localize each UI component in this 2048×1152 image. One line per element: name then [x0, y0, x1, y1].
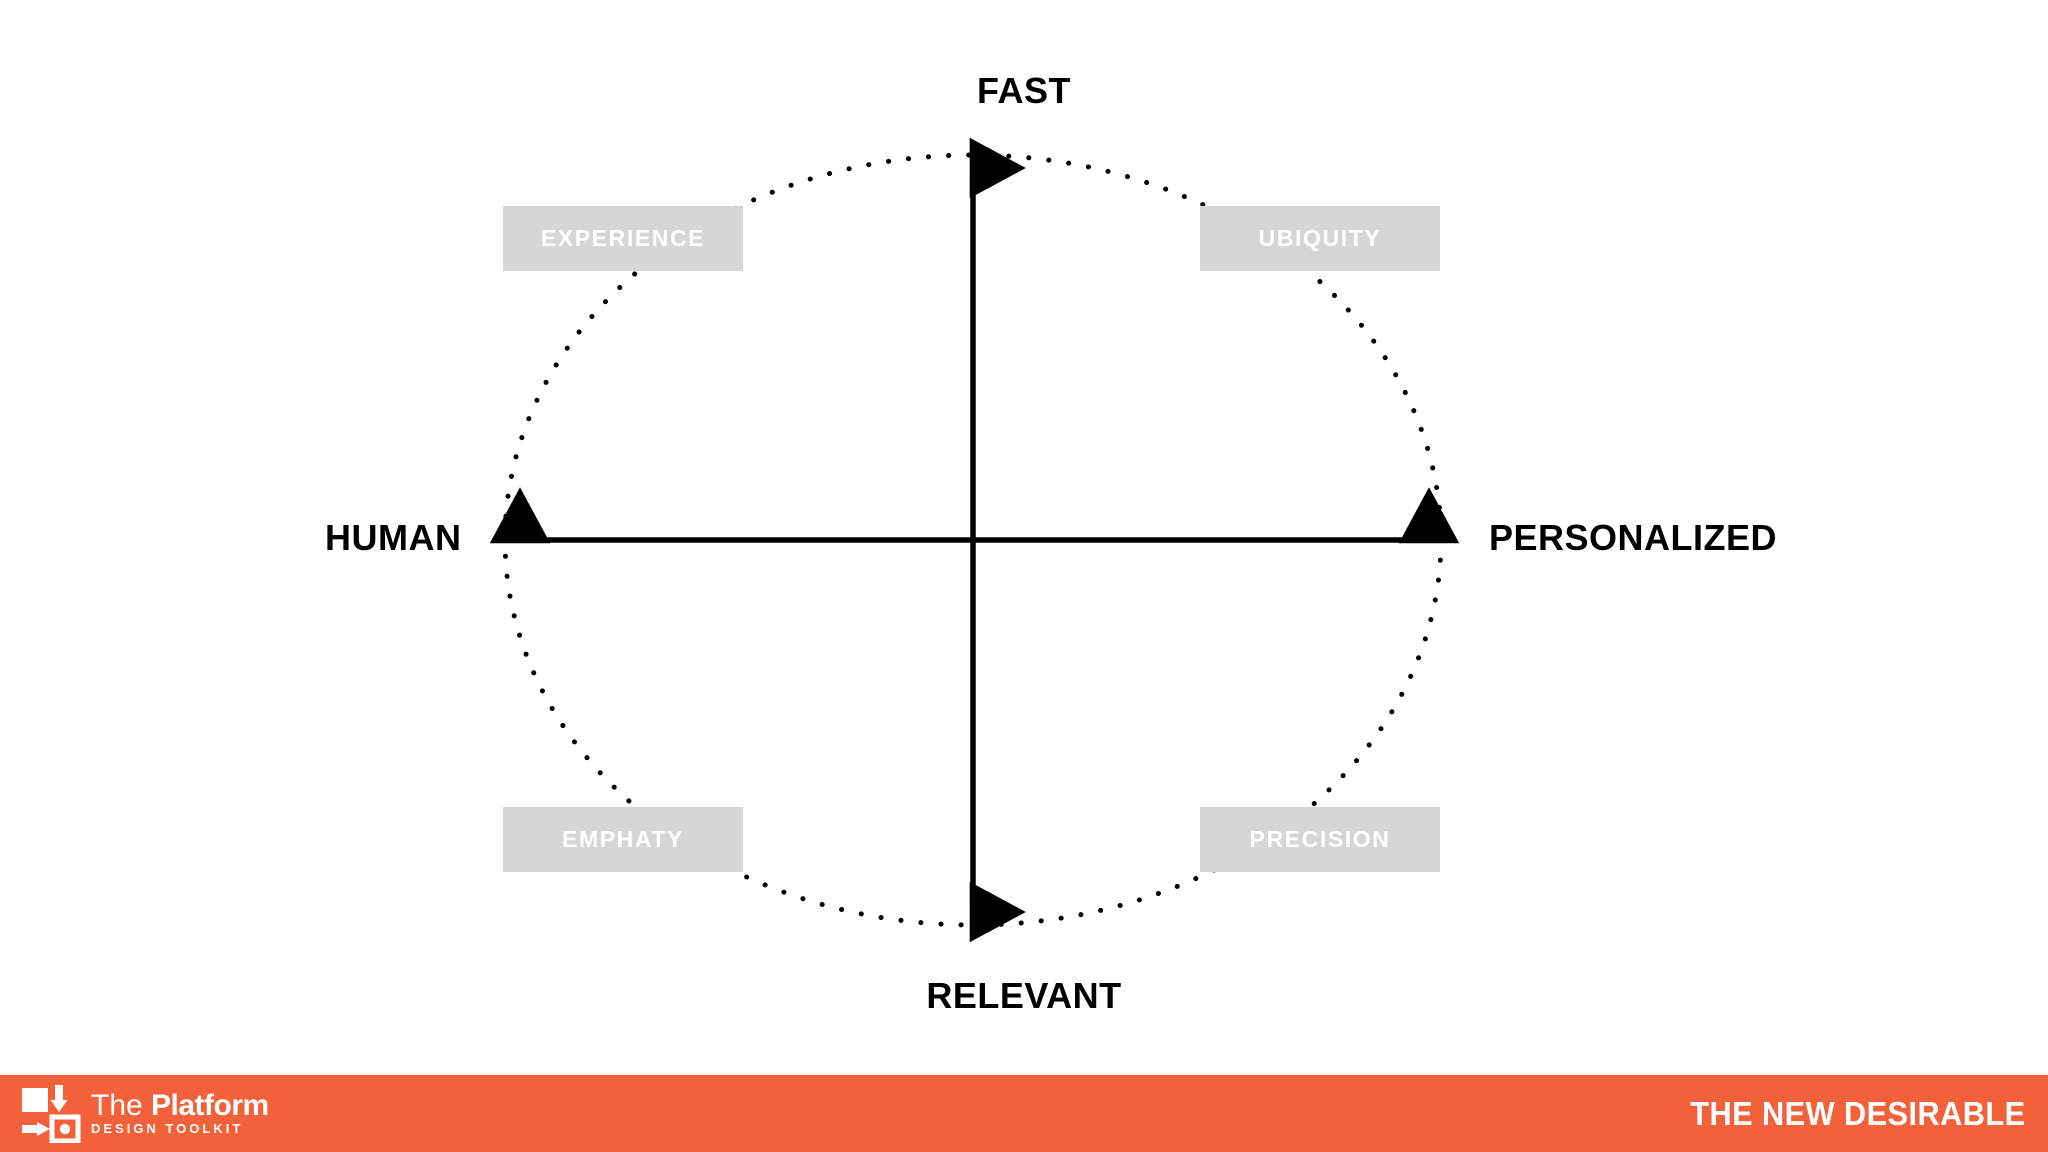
- brand-wordmark: The Platform DESIGN TOOLKIT: [91, 1088, 269, 1137]
- platform-design-toolkit-logo-icon: [22, 1084, 81, 1143]
- brand-name-line: The Platform: [91, 1088, 269, 1122]
- quadrant-chip-label: EXPERIENCE: [540, 225, 706, 251]
- quadrant-chip-precision: PRECISION: [1200, 807, 1440, 872]
- brand-name: Platform: [151, 1088, 269, 1122]
- brand-logo: The Platform DESIGN TOOLKIT: [22, 1084, 269, 1143]
- quadrant-diagram: FAST RELEVANT HUMAN PERSONALIZED EXPERIE…: [325, 70, 1778, 1016]
- quadrant-chip-experience: EXPERIENCE: [503, 206, 743, 271]
- brand-subtitle: DESIGN TOOLKIT: [91, 1120, 244, 1136]
- axes-and-ellipse-graphic: [489, 137, 1460, 943]
- quadrant-chip-label: EMPHATY: [562, 826, 684, 852]
- quadrant-chip-label: UBIQUITY: [1258, 225, 1382, 251]
- quadrant-chip-ubiquity: UBIQUITY: [1200, 206, 1440, 271]
- axis-label-bottom-relevant: RELEVANT: [926, 975, 1122, 1016]
- footer-tagline: THE NEW DESIRABLE: [1690, 1094, 2026, 1132]
- quadrant-chip-emphaty: EMPHATY: [503, 807, 743, 872]
- brand-prefix: The: [91, 1088, 152, 1122]
- axis-label-right-personalized: PERSONALIZED: [1489, 517, 1778, 558]
- axis-label-left-human: HUMAN: [325, 517, 462, 558]
- quadrant-chip-label: PRECISION: [1249, 826, 1391, 852]
- axis-label-top-fast: FAST: [976, 70, 1071, 111]
- footer-bar: The Platform DESIGN TOOLKIT THE NEW DESI…: [0, 1075, 2048, 1152]
